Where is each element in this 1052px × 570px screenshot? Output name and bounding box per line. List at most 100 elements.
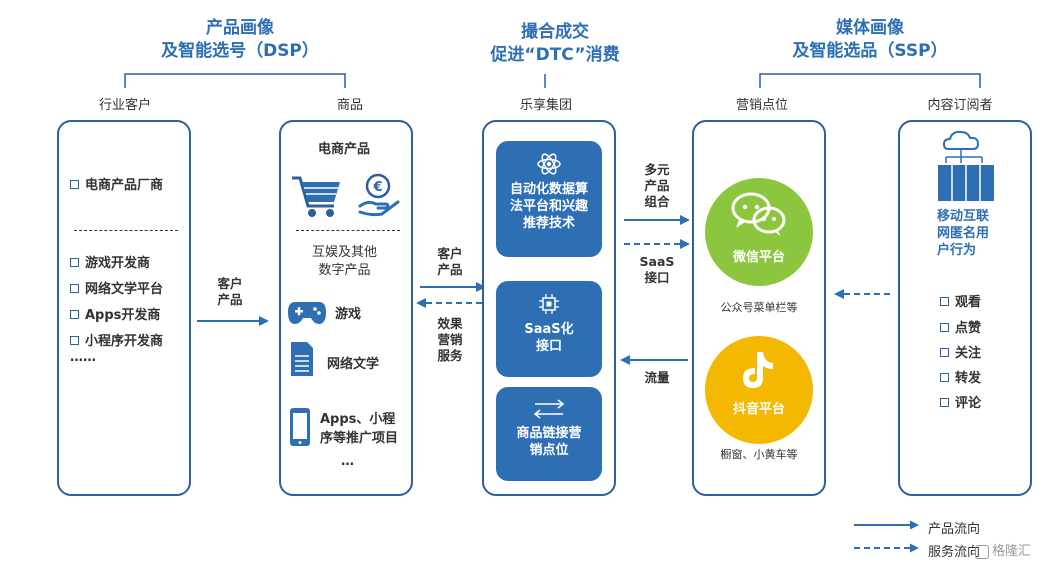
algorithm-card-line: 推荐技术 (522, 216, 575, 231)
action-label: 点赞 (955, 321, 982, 336)
col-label-goods: 商品 (336, 98, 363, 113)
subscriber-description: 移动互联 网匿名用 户行为 (937, 208, 989, 259)
clients-divider (74, 230, 178, 231)
dsp-header-line2: 及智能选号（DSP） (161, 41, 319, 61)
goods-literature: 网络文学 (327, 357, 380, 372)
algorithm-card-line: 法平台和兴趣 (509, 199, 588, 214)
subscriber-description-line: 户行为 (937, 243, 977, 258)
col-label-content-subscribers: 内容订阅者 (927, 98, 993, 113)
legend-product-flow-arrow (854, 520, 919, 530)
subscriber-description-line: 网匿名用 (937, 226, 990, 241)
goods-apps-line: Apps、小程 (320, 412, 396, 427)
checkbox-icon (70, 284, 79, 293)
client-item-label: 游戏开发商 (85, 256, 151, 271)
subscriber-to-platform-dashed-arrow (834, 289, 890, 299)
checkbox-icon (70, 336, 79, 345)
goods-entertainment-line: 数字产品 (318, 263, 371, 278)
arrow-label-line: SaaS (639, 254, 675, 269)
goods-to-group-label: 客户 产品 (425, 246, 475, 278)
ssp-bracket (759, 73, 981, 88)
group-to-goods-label: 效果 营销 服务 (425, 316, 475, 364)
client-item-game-dev: 游戏开发商 (70, 252, 150, 271)
checkbox-icon (70, 180, 79, 189)
match-header: 撮合成交 促进“DTC”消费 (455, 21, 655, 67)
action-item-watch: 观看 (940, 291, 981, 310)
arrow-label-line: 效果 (437, 316, 463, 331)
saas-interface-label: SaaS 接口 (632, 254, 682, 286)
legend-service-flow: 服务流向 (928, 545, 981, 560)
client-item-miniprogram: 小程序开发商 (70, 330, 163, 349)
arrow-label-line: 客户 (437, 246, 463, 261)
link-card-line: 商品链接营 (516, 426, 582, 441)
subscriber-description-line: 移动互联 (937, 209, 990, 224)
client-item-ecommerce: 电商产品厂商 (70, 174, 163, 193)
arrow-label-line: 服务 (437, 348, 463, 363)
gamepad-icon (288, 302, 326, 324)
action-label: 转发 (955, 371, 982, 386)
client-item-apps: Apps开发商 (70, 304, 160, 323)
client-item-label: Apps开发商 (85, 308, 161, 323)
goods-entertainment: 互娱及其他 数字产品 (312, 244, 377, 280)
arrow-label-line: 产品 (644, 178, 670, 193)
checkbox-icon (940, 398, 949, 407)
goods-entertainment-line: 互娱及其他 (312, 245, 378, 260)
header-brackets (124, 73, 981, 88)
clients-panel (57, 120, 191, 496)
arrow-label-line: 接口 (644, 270, 670, 285)
client-item-literature: 网络文学平台 (70, 278, 163, 297)
atom-icon (537, 153, 561, 175)
saas-card-line: 接口 (535, 339, 562, 354)
ssp-header: 媒体画像 及智能选品（SSP） (770, 17, 970, 63)
group-to-goods-dashed-arrow (416, 298, 484, 308)
client-item-label: 小程序开发商 (85, 334, 164, 349)
dsp-header-line1: 产品画像 (206, 18, 274, 38)
watermark: 格隆汇 (975, 540, 1031, 559)
checkbox-icon (70, 258, 79, 267)
col-label-industry-clients: 行业客户 (98, 98, 151, 113)
action-label: 评论 (955, 396, 982, 411)
arrow-label-line: 产品 (217, 292, 243, 307)
action-item-share: 转发 (940, 367, 981, 386)
saas-card: SaaS化 接口 (496, 281, 602, 377)
douyin-icon (743, 352, 773, 388)
legend-product-flow: 产品流向 (928, 522, 981, 537)
document-icon (291, 342, 313, 376)
cloud-network-icon (938, 130, 994, 201)
goods-apps: Apps、小程 序等推广项目 (320, 410, 398, 448)
goods-apps-line: 序等推广项目 (320, 431, 399, 446)
algorithm-card: 自动化数据算 法平台和兴趣 推荐技术 (496, 141, 602, 257)
goods-ellipsis: … (341, 454, 354, 469)
action-item-like: 点赞 (940, 317, 981, 336)
goods-game: 游戏 (335, 307, 362, 322)
wechat-circle: 微信平台 (705, 178, 813, 286)
checkbox-icon (940, 323, 949, 332)
euro-hand-icon: € (358, 173, 400, 217)
chip-icon (539, 294, 559, 314)
goods-divider (296, 230, 400, 231)
client-to-goods-label: 客户 产品 (205, 276, 255, 308)
col-label-lexiang-group: 乐享集团 (519, 98, 572, 113)
clients-ellipsis: …… (70, 350, 96, 365)
douyin-label: 抖音平台 (732, 402, 785, 417)
smartphone-icon (290, 408, 310, 446)
match-header-line2: 促进“DTC”消费 (490, 45, 620, 65)
action-item-follow: 关注 (940, 342, 981, 361)
action-label: 关注 (955, 346, 982, 361)
client-to-goods-arrow (197, 316, 269, 326)
checkbox-icon (940, 348, 949, 357)
goods-ecommerce-title: 电商产品 (318, 142, 371, 157)
traffic-label: 流量 (644, 370, 670, 385)
wechat-icon (731, 192, 786, 236)
swap-arrows-icon (533, 399, 565, 419)
shopping-cart-icon (292, 176, 340, 217)
checkbox-icon (70, 310, 79, 319)
douyin-circle: 抖音平台 (705, 336, 813, 444)
link-card-line: 销点位 (529, 443, 569, 458)
action-label: 观看 (955, 295, 982, 310)
group-to-platform-arrow (624, 215, 690, 225)
saas-card-line: SaaS化 (524, 322, 574, 337)
ssp-header-line1: 媒体画像 (836, 18, 904, 38)
arrow-label-line: 产品 (437, 262, 463, 277)
arrow-label-line: 组合 (644, 194, 670, 209)
svg-text:€: € (372, 180, 382, 195)
